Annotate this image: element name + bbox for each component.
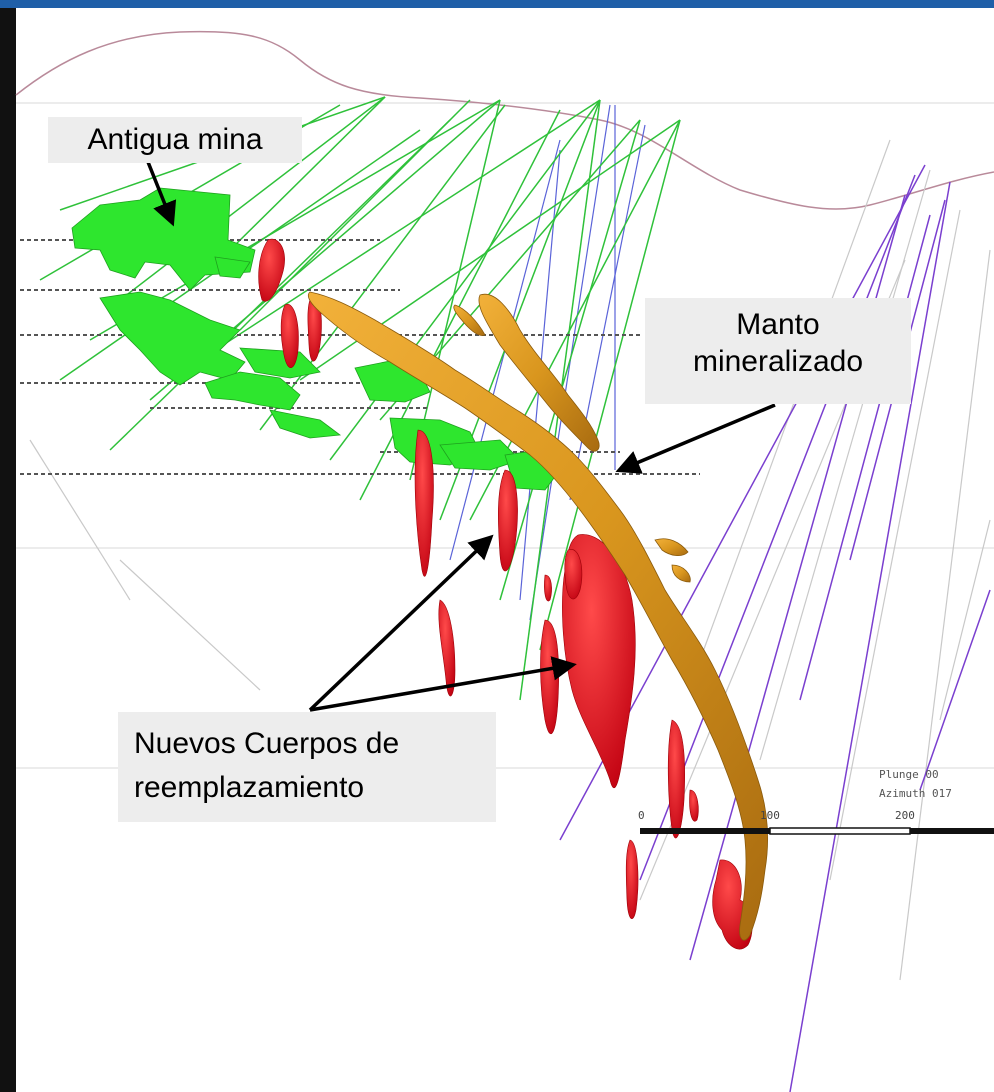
top-border <box>0 0 994 8</box>
scale-tick-100: 100 <box>760 809 780 822</box>
scale-tick-200: 200 <box>895 809 915 822</box>
arrow-old-mine <box>146 161 177 227</box>
left-border <box>0 8 16 1092</box>
arrow-new-bodies-1 <box>308 534 494 712</box>
label-new-bodies: Nuevos Cuerpos de reemplazamiento <box>118 712 496 822</box>
label-new-bodies-line1: Nuevos Cuerpos de <box>134 727 400 760</box>
view-azimuth: Azimuth 017 <box>879 787 952 800</box>
scale-tick-0: 0 <box>638 809 645 822</box>
view-plunge: Plunge 00 <box>879 768 939 781</box>
label-new-bodies-line2: reemplazamiento <box>134 771 365 804</box>
replacement-bodies <box>258 238 753 950</box>
label-manto-line1: Manto <box>736 308 820 341</box>
annotation-arrows <box>146 161 776 712</box>
label-manto-line2: mineralizado <box>692 345 864 378</box>
topography-line <box>15 30 994 210</box>
manto-body <box>307 291 768 941</box>
scale-bar <box>640 827 994 835</box>
old-mine-workings <box>71 187 561 491</box>
label-manto: Manto mineralizado <box>645 298 911 404</box>
arrow-manto <box>615 403 776 474</box>
arrow-new-bodies-2 <box>309 656 577 712</box>
label-old-mine: Antigua mina <box>48 117 302 163</box>
